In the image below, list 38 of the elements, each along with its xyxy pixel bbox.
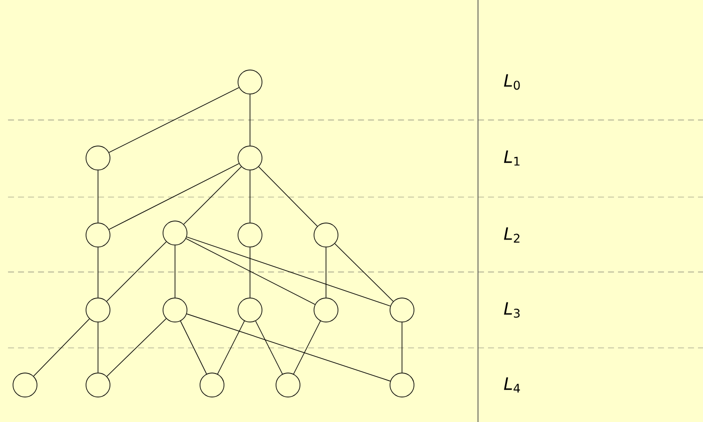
level-label: L$_{4}$ (504, 377, 520, 393)
edge-line (106, 318, 167, 377)
circle-node (86, 222, 110, 248)
circle-node (238, 298, 262, 322)
edge-line (186, 236, 391, 306)
edge-line (106, 241, 167, 302)
circle-node (390, 298, 414, 322)
circle-node (238, 222, 262, 248)
edge-line (293, 320, 321, 374)
circle-node (314, 298, 338, 322)
edge-line (183, 166, 242, 225)
edge-line (186, 238, 316, 305)
circle-node (276, 372, 300, 398)
circle-node (86, 372, 110, 398)
circle-node (86, 146, 110, 170)
edge-line (33, 318, 90, 376)
edge-line (180, 320, 207, 374)
edge-line (108, 87, 240, 153)
level-label: L$_{3}$ (504, 302, 520, 318)
level-label: L$_{0}$ (504, 74, 520, 90)
level-label: L$_{2}$ (504, 227, 520, 243)
circle-node (238, 146, 262, 170)
circle-node (12, 372, 38, 398)
edge-line (255, 320, 283, 374)
edge-line (108, 163, 240, 230)
edge-line (186, 314, 391, 382)
level-label: L$_{1}$ (504, 150, 520, 166)
circle-node (86, 298, 110, 322)
circle-node (314, 222, 338, 248)
circle-node (390, 372, 414, 398)
edge-line (334, 243, 394, 302)
edge-line (174, 245, 176, 298)
circle-node (162, 220, 188, 246)
edge-line (217, 320, 245, 374)
circle-node (238, 70, 262, 94)
circle-node (200, 372, 224, 398)
edge-line (258, 166, 318, 227)
circle-node (162, 298, 188, 322)
